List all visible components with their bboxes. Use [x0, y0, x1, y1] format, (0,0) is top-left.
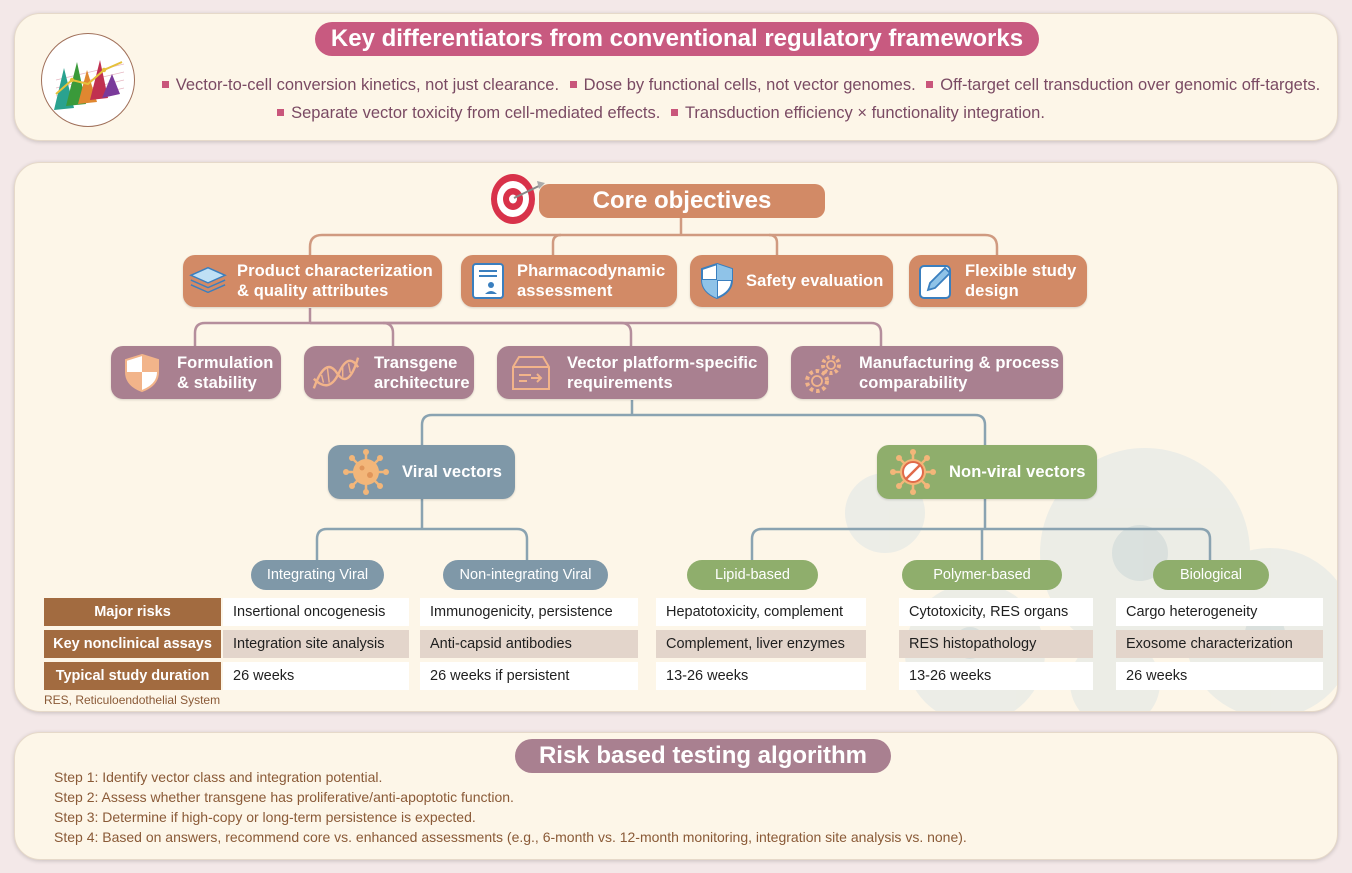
differentiator-item: Off-target cell transduction over genomi…: [926, 76, 1320, 95]
inbox-arrow-icon: [509, 354, 553, 392]
differentiators-line-1: Vector-to-cell conversion kinetics, not …: [145, 76, 1337, 95]
row-header-assays: Key nonclinical assays: [44, 630, 221, 658]
table-cell: 13-26 weeks: [656, 662, 866, 690]
report-document-icon: [469, 262, 507, 300]
differentiators-title: Key differentiators from conventional re…: [315, 22, 1039, 56]
gears-icon: [803, 354, 847, 393]
algorithm-step: Step 3: Determine if high-copy or long-t…: [54, 809, 476, 825]
table-cell: 26 weeks: [223, 662, 409, 690]
table-cell: Anti-capsid antibodies: [420, 630, 638, 658]
tree-connectors: [193, 217, 1212, 560]
virus-blocked-icon: [889, 449, 937, 495]
table-cell: RES histopathology: [899, 630, 1093, 658]
objective-safety-evaluation: Safety evaluation: [690, 255, 893, 307]
shield-icon: [698, 262, 736, 300]
subtype-integrating-viral: Integrating Viral: [251, 560, 384, 590]
table-footnote: RES, Reticuloendothelial System: [44, 693, 221, 707]
differentiators-panel: Key differentiators from conventional re…: [14, 13, 1338, 141]
core-objectives-title: Core objectives: [539, 184, 825, 218]
table-cell: Hepatotoxicity, complement: [656, 598, 866, 626]
table-cell: Integration site analysis: [223, 630, 409, 658]
differentiator-item: Dose by functional cells, not vector gen…: [569, 76, 916, 95]
edit-pencil-icon: [917, 262, 955, 300]
objective-product-characterization: Product characterization & quality attri…: [183, 255, 442, 307]
algorithm-step: Step 2: Assess whether transgene has pro…: [54, 789, 514, 805]
algorithm-step: Step 4: Based on answers, recommend core…: [54, 829, 967, 845]
objective-flexible-study-design: Flexible study design: [909, 255, 1087, 307]
checkered-shield-icon: [123, 353, 161, 392]
requirement-manufacturing-comparability: Manufacturing & process comparability: [791, 346, 1063, 399]
virus-icon: [342, 449, 390, 495]
subtype-biological: Biological: [1153, 560, 1269, 590]
non-viral-vectors-node: Non-viral vectors: [877, 445, 1097, 499]
chart-logo-icon: [41, 33, 135, 127]
table-cell: 26 weeks if persistent: [420, 662, 638, 690]
differentiators-line-2: Separate vector toxicity from cell-media…: [145, 104, 1177, 123]
algorithm-step: Step 1: Identify vector class and integr…: [54, 769, 383, 785]
table-cell: Complement, liver enzymes: [656, 630, 866, 658]
differentiator-item: Transduction efficiency × functionality …: [670, 104, 1045, 123]
requirement-transgene-architecture: Transgene architecture: [304, 346, 474, 399]
table-cell: Immunogenicity, persistence: [420, 598, 638, 626]
subtype-lipid-based: Lipid-based: [687, 560, 818, 590]
requirement-vector-platform: Vector platform-specific requirements: [497, 346, 768, 399]
row-header-duration: Typical study duration: [44, 662, 221, 690]
core-objectives-panel: Core objectives Product characterization…: [14, 162, 1338, 712]
table-cell: 26 weeks: [1116, 662, 1323, 690]
table-cell: Cytotoxicity, RES organs: [899, 598, 1093, 626]
subtype-polymer-based: Polymer-based: [902, 560, 1062, 590]
objective-pharmacodynamic: Pharmacodynamic assessment: [461, 255, 677, 307]
table-cell: Cargo heterogeneity: [1116, 598, 1323, 626]
dna-helix-icon: [310, 354, 360, 392]
risk-algorithm-title: Risk based testing algorithm: [515, 739, 891, 773]
differentiator-item: Vector-to-cell conversion kinetics, not …: [161, 76, 559, 95]
row-header-major-risks: Major risks: [44, 598, 221, 626]
differentiator-item: Separate vector toxicity from cell-media…: [277, 104, 660, 123]
layers-icon: [189, 262, 227, 300]
table-cell: Exosome characterization: [1116, 630, 1323, 658]
table-cell: 13-26 weeks: [899, 662, 1093, 690]
subtype-non-integrating-viral: Non-integrating Viral: [443, 560, 608, 590]
table-cell: Insertional oncogenesis: [223, 598, 409, 626]
viral-vectors-node: Viral vectors: [328, 445, 515, 499]
requirement-formulation-stability: Formulation & stability: [111, 346, 281, 399]
target-icon: [487, 167, 547, 227]
